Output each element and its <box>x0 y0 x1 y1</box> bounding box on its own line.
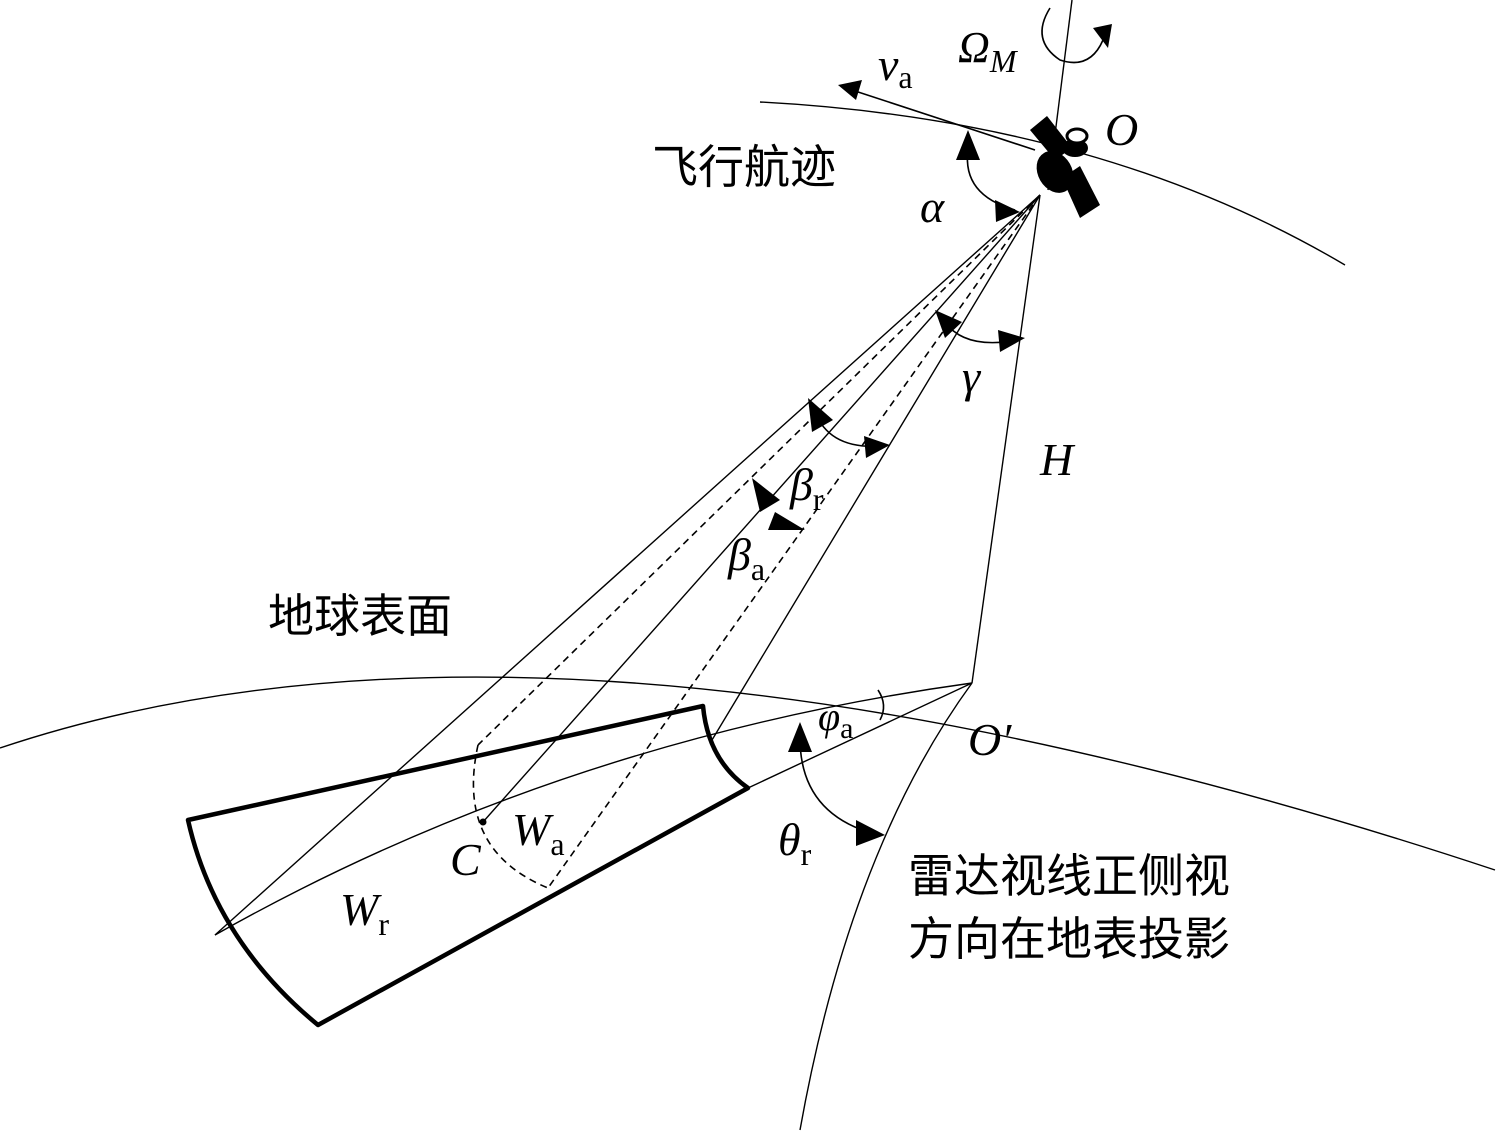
projection-label-line1: 雷达视线正侧视 <box>908 849 1230 903</box>
alpha-label: α <box>920 181 945 232</box>
beam-edge-near <box>711 194 1041 741</box>
beta-r-arrowhead-left <box>808 398 833 432</box>
omega-label: ΩM <box>958 23 1019 79</box>
beta-r-label: βr <box>789 459 824 517</box>
gamma-arrowhead-left <box>935 310 962 338</box>
gamma-arrowhead-right <box>998 330 1025 352</box>
beta-r-arrowhead-right <box>864 436 890 458</box>
flight-track-label: 飞行航迹 <box>652 140 836 194</box>
theta-r-angle-arc <box>799 737 869 833</box>
phi-a-label: φa <box>818 694 853 745</box>
w-a-label: Wa <box>512 804 565 862</box>
phi-a-angle-arc <box>877 689 885 721</box>
w-r-label: Wr <box>340 884 389 942</box>
earth-surface-arc <box>0 676 1496 871</box>
theta-r-label: θr <box>778 814 812 872</box>
gamma-label: γ <box>962 351 982 402</box>
theta-r-arrowhead-right <box>856 820 885 846</box>
beta-a-arrowhead-top <box>752 478 780 512</box>
azimuth-dashed-arc <box>472 744 549 889</box>
center-label: C <box>450 834 482 885</box>
velocity-arrowhead <box>838 80 862 100</box>
beam-footprint <box>185 703 751 1028</box>
omega-rotation-arc <box>1041 7 1104 64</box>
satellite-icon <box>1030 116 1100 218</box>
alpha-arrowhead-top <box>956 130 980 160</box>
theta-r-arrowhead-top <box>788 722 812 752</box>
earth-surface-label: 地球表面 <box>268 589 452 643</box>
origin-label: O <box>1105 104 1138 155</box>
velocity-label: va <box>878 39 913 95</box>
origin-prime-label: O′ <box>968 714 1012 765</box>
beam-edge-far <box>214 194 1041 936</box>
range-center-arc <box>214 682 973 936</box>
beta-a-label: βa <box>727 529 765 587</box>
beta-a-arrowhead-bottom <box>768 512 805 530</box>
height-label: H <box>1039 434 1076 485</box>
projection-label-line2: 方向在地表投影 <box>908 912 1230 966</box>
nadir-line <box>971 194 1041 684</box>
alpha-arrowhead-bottom <box>995 200 1020 222</box>
oprime-to-footprint <box>747 682 973 789</box>
omega-arrowhead <box>1093 24 1112 48</box>
velocity-vector <box>851 89 1036 151</box>
azimuth-beam-dashed-2 <box>547 194 1041 889</box>
ground-track-arc <box>799 682 973 1131</box>
center-point-c <box>479 818 487 826</box>
